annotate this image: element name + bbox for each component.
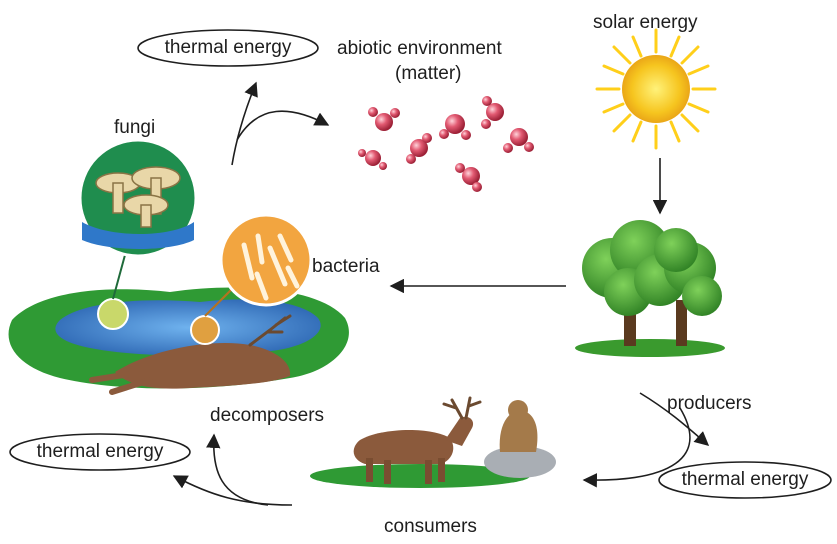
arrow-consumers-to-decomposers [206, 433, 269, 506]
producers-label: producers [667, 393, 752, 414]
fungi-label: fungi [114, 117, 156, 138]
bacteria-label: bacteria [312, 256, 380, 277]
thermal-energy-label-left: thermal energy [36, 441, 164, 462]
thermal-energy-ellipse-right [658, 461, 832, 499]
bacteria-magnifier-icon [219, 213, 313, 307]
arrow-producers-to-consumers [582, 407, 691, 488]
solar-energy-label: solar energy [593, 12, 698, 33]
arrow-consumers-to-thermal-energy [172, 475, 293, 506]
thermal-energy-ellipse-left [9, 433, 191, 471]
decomposer-scene-icon [8, 254, 349, 395]
matter-label: (matter) [395, 63, 462, 84]
thermal-energy-label-right: thermal energy [681, 469, 809, 490]
thermal-energy-label-top: thermal energy [164, 37, 292, 58]
arrow-to-thermal-energy-top [231, 81, 258, 166]
arrow-producers-to-thermal-energy [639, 392, 710, 446]
consumers-icon [310, 396, 556, 488]
trees-icon [575, 220, 725, 357]
sun-icon [595, 28, 717, 150]
consumers-label: consumers [384, 516, 477, 537]
molecules-icon [358, 96, 534, 192]
arrow-to-abiotic-environment [236, 110, 330, 141]
decomposers-label: decomposers [210, 405, 325, 426]
thermal-energy-ellipse-top [137, 29, 319, 67]
abiotic-environment-label: abiotic environment [337, 38, 502, 59]
fungi-magnifier-icon [78, 138, 198, 258]
